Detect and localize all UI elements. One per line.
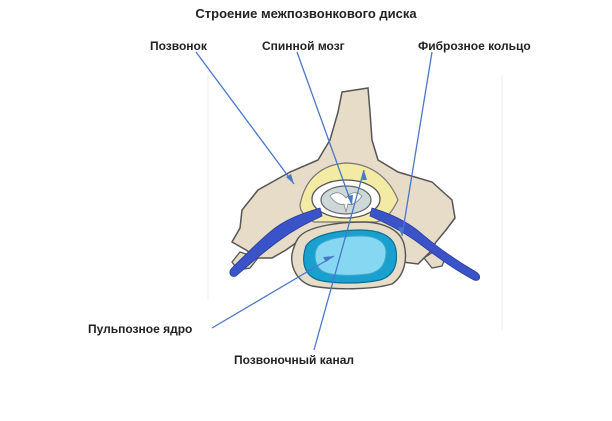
arrowhead-nucleus: [323, 256, 334, 262]
arrowhead-canal: [362, 170, 367, 180]
background-frame: [207, 75, 503, 330]
diagram-title: Строение межпозвонкового диска: [195, 6, 417, 21]
label-annulus-fibrosus: Фиброзное кольцо: [418, 39, 531, 53]
pointer-annulus: [401, 51, 433, 237]
label-nucleus-pulposus: Пульпозное ядро: [88, 322, 193, 336]
nerve-root-left: [229, 207, 323, 277]
arrowhead-vertebra: [286, 174, 294, 184]
arrowhead-annulus: [398, 227, 404, 236]
pointer-vertebra: [195, 51, 295, 185]
nucleus-pulposus: [314, 235, 387, 276]
pointer-nucleus: [211, 255, 335, 329]
label-vertebra: Позвонок: [150, 39, 207, 53]
grey-matter: [329, 192, 363, 213]
pointer-canal: [313, 169, 365, 351]
nerve-root-right: [369, 207, 480, 281]
label-spinal-canal: Позвоночный канал: [234, 353, 354, 367]
pointer-lines: [195, 51, 433, 351]
arrowhead-spinal-cord: [347, 195, 353, 205]
label-spinal-cord: Спинной мозг: [262, 39, 345, 53]
pointer-arrowheads: [286, 170, 404, 262]
pointer-spinal-cord: [296, 51, 353, 206]
